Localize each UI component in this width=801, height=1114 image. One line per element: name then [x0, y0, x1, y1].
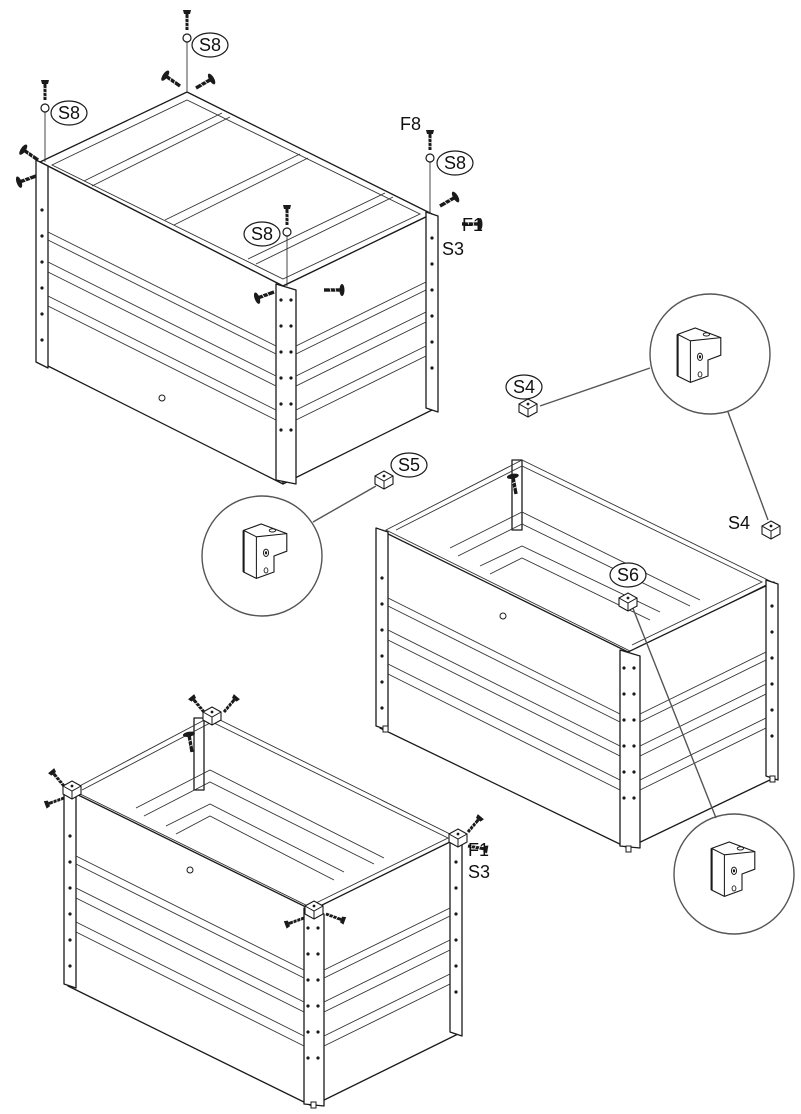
svg-text:S8: S8 [444, 153, 466, 173]
svg-text:S8: S8 [199, 35, 221, 55]
callout-s4: S4 S4 [505, 293, 781, 540]
svg-text:S6: S6 [617, 565, 639, 585]
screw-icon [181, 8, 193, 32]
planter-box-bottom [42, 692, 490, 1109]
nut-icon [40, 33, 435, 237]
svg-text:S4: S4 [728, 513, 750, 533]
svg-text:S8: S8 [251, 224, 273, 244]
part-label-s8: S8 [243, 221, 281, 247]
callout-s6: S6 [609, 562, 795, 935]
bracket-icon [618, 592, 638, 612]
part-label-f1: F1 [468, 840, 489, 860]
bracket-icon [518, 398, 538, 418]
callout-s5: S5 [201, 452, 428, 617]
part-label-s3: S3 [442, 239, 464, 259]
part-label-s3: S3 [468, 862, 490, 882]
screw-icon [39, 78, 51, 102]
part-label-s8: S8 [436, 150, 474, 176]
screw-icon [424, 128, 436, 152]
part-label-f8: F8 [400, 114, 421, 134]
bracket-icon [374, 470, 394, 490]
svg-text:S4: S4 [513, 377, 535, 397]
svg-text:S5: S5 [398, 455, 420, 475]
part-label-s8: S8 [50, 100, 88, 126]
part-label-s8: S8 [191, 32, 229, 58]
part-label-f1: F1 [462, 215, 483, 235]
bracket-icon [761, 520, 781, 540]
planter-box-top [12, 8, 485, 485]
planter-box-right [375, 459, 779, 853]
svg-text:S8: S8 [58, 103, 80, 123]
